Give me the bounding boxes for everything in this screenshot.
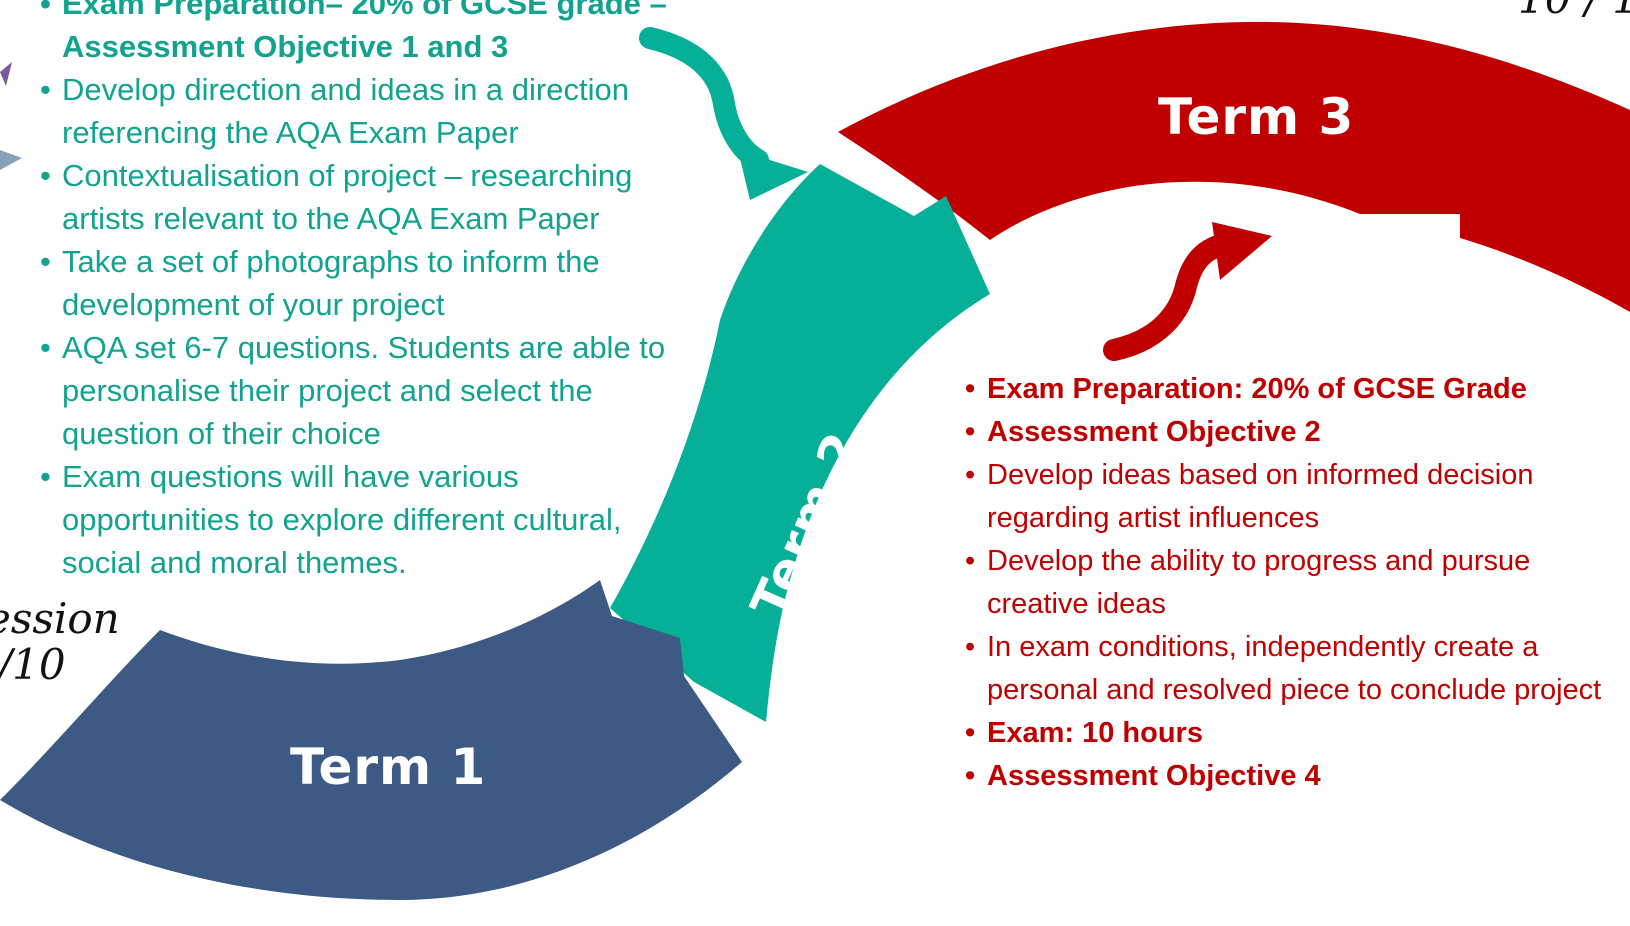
term2-objectives-list: Exam Preparation– 20% of GCSE grade – As…: [40, 0, 700, 584]
red-bullet-item: Assessment Objective 4: [965, 755, 1605, 798]
red-bullet-item: Develop the ability to progress and purs…: [965, 540, 1605, 626]
term3-band: [838, 21, 1630, 312]
teal-bullet-item: Take a set of photographs to inform the …: [40, 240, 700, 326]
left-edge-ornament: [0, 62, 12, 86]
red-bullet-item: Exam Preparation: 20% of GCSE Grade: [965, 368, 1605, 411]
teal-bullet-item: Exam questions will have various opportu…: [40, 455, 700, 584]
term1-label: Term 1: [290, 738, 487, 796]
red-curved-arrow: [1103, 233, 1237, 361]
term1-band: [0, 580, 742, 900]
script-fragment-left-year: /10: [0, 640, 66, 689]
teal-bullet-item: AQA set 6-7 questions. Students are able…: [40, 326, 700, 455]
script-fragment-top-right: 10 / 1: [1518, 0, 1630, 23]
left-edge-ornament: [0, 150, 22, 170]
term3-label: Term 3: [1158, 88, 1355, 146]
teal-bullet-item: Develop direction and ideas in a directi…: [40, 68, 700, 154]
red-bullet-item: Assessment Objective 2: [965, 411, 1605, 454]
script-fragment-left: ession: [0, 594, 120, 643]
teal-bullet-item: Exam Preparation– 20% of GCSE grade – As…: [40, 0, 700, 68]
term2-band: [610, 164, 990, 722]
teal-bullet-item: Contextualisation of project – researchi…: [40, 154, 700, 240]
term3-objectives-list: Exam Preparation: 20% of GCSE GradeAsses…: [965, 368, 1605, 798]
red-bullet-item: Develop ideas based on informed decision…: [965, 454, 1605, 540]
red-arrow-head-icon: [1212, 222, 1272, 280]
teal-arrow-head-icon: [738, 150, 808, 200]
red-bullet-item: Exam: 10 hours: [965, 712, 1605, 755]
red-bullet-item: In exam conditions, independently create…: [965, 626, 1605, 712]
